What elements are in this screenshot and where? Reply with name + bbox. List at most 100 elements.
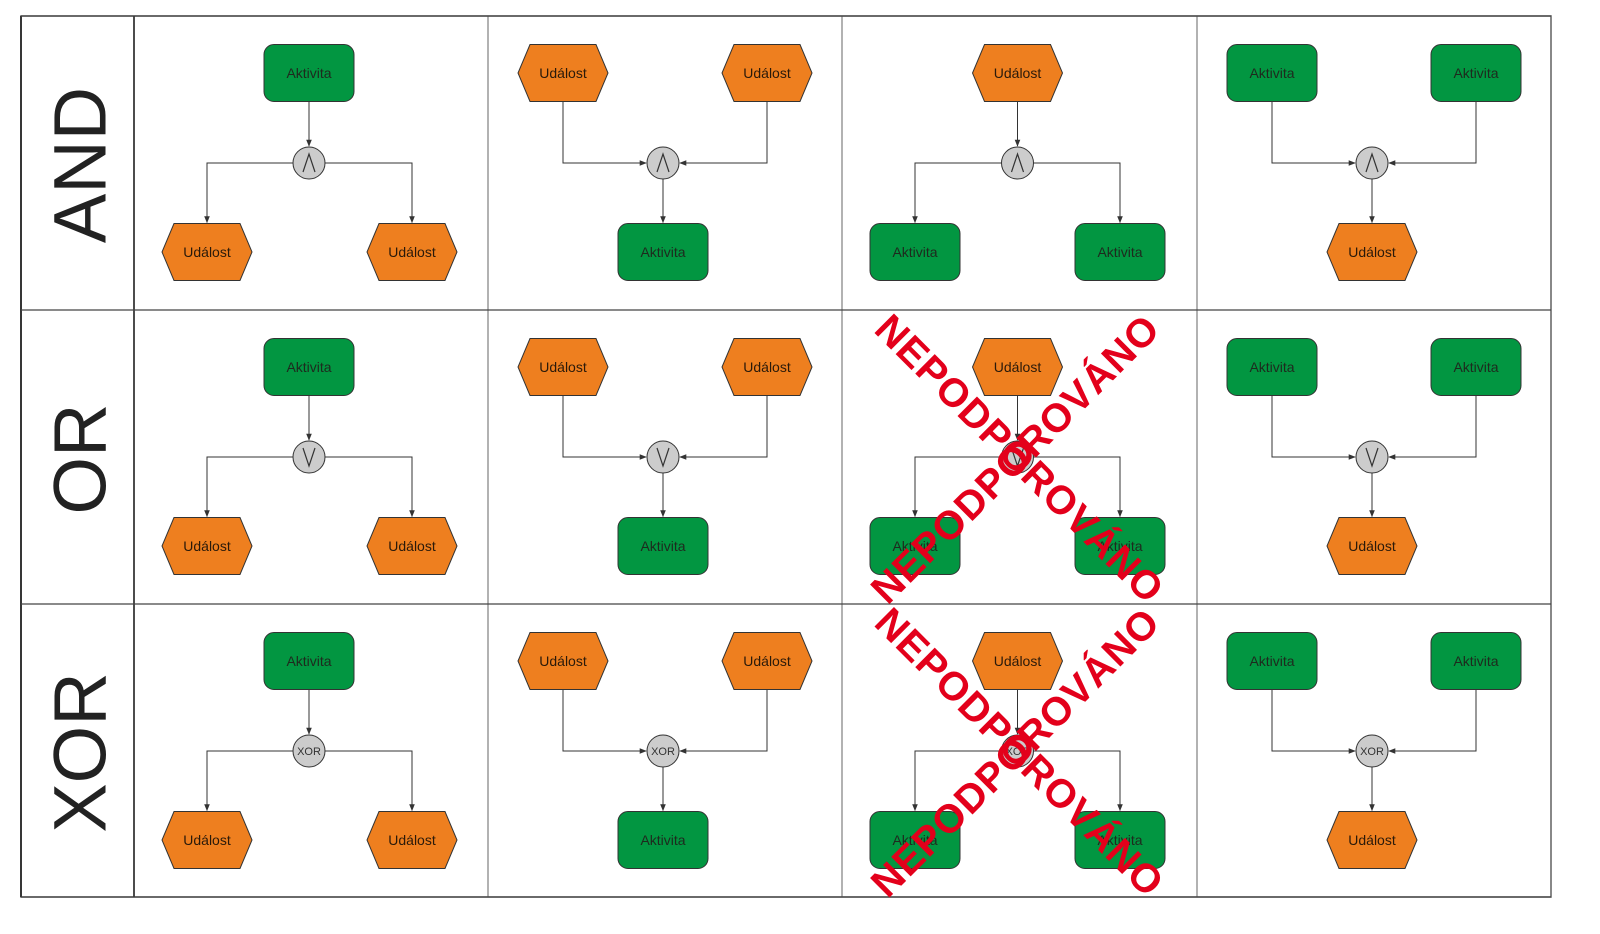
activity-label: Aktivita bbox=[1249, 65, 1294, 81]
event-shape bbox=[517, 44, 609, 102]
connector-circle bbox=[292, 146, 326, 180]
event-shape bbox=[366, 517, 458, 575]
event-shape bbox=[721, 632, 813, 690]
activity-node: Aktivita bbox=[1430, 338, 1522, 396]
flow-arrow bbox=[204, 456, 293, 518]
event-label: Událost bbox=[388, 832, 436, 848]
activity-shape bbox=[1074, 223, 1166, 281]
and-operator-icon bbox=[292, 146, 326, 180]
activity-label: Aktivita bbox=[640, 832, 685, 848]
event-shape bbox=[971, 338, 1064, 396]
event-label: Událost bbox=[1348, 832, 1396, 848]
connector-label: XOR bbox=[297, 746, 321, 758]
and-glyph bbox=[656, 152, 670, 173]
event-shape bbox=[161, 517, 253, 575]
table-grid bbox=[20, 15, 1552, 898]
event-shape bbox=[366, 811, 458, 869]
flow-arrow bbox=[1388, 101, 1477, 166]
event-node: Událost bbox=[517, 632, 609, 690]
event-node: Událost bbox=[366, 223, 458, 281]
activity-label: Aktivita bbox=[286, 359, 331, 375]
and-glyph bbox=[1365, 152, 1379, 173]
activity-label: Aktivita bbox=[892, 832, 937, 848]
activity-node: Aktivita bbox=[263, 338, 355, 396]
event-node: Událost bbox=[161, 811, 253, 869]
event-node: Událost bbox=[161, 517, 253, 575]
event-label: Událost bbox=[183, 832, 231, 848]
event-node: Událost bbox=[721, 44, 813, 102]
event-node: Událost bbox=[1326, 223, 1418, 281]
activity-shape bbox=[1074, 811, 1166, 869]
activity-shape bbox=[869, 517, 961, 575]
activity-label: Aktivita bbox=[1453, 653, 1498, 669]
activity-node: Aktivita bbox=[1430, 632, 1522, 690]
flow-arrow bbox=[562, 395, 647, 460]
event-label: Událost bbox=[743, 359, 791, 375]
connector-circle bbox=[1355, 146, 1389, 180]
activity-node: Aktivita bbox=[1074, 223, 1166, 281]
activity-label: Aktivita bbox=[1249, 359, 1294, 375]
and-glyph bbox=[302, 152, 316, 173]
activity-shape bbox=[617, 517, 709, 575]
and-glyph bbox=[1010, 152, 1025, 173]
connector-circle bbox=[1355, 440, 1389, 474]
event-label: Událost bbox=[183, 538, 231, 554]
event-label: Událost bbox=[994, 65, 1042, 81]
activity-label: Aktivita bbox=[640, 538, 685, 554]
flow-arrow bbox=[1271, 689, 1356, 754]
activity-label: Aktivita bbox=[892, 244, 937, 260]
activity-shape bbox=[1074, 517, 1166, 575]
activity-node: Aktivita bbox=[1074, 811, 1166, 869]
flow-arrow bbox=[679, 101, 768, 166]
activity-node: Aktivita bbox=[869, 517, 961, 575]
event-label: Událost bbox=[743, 65, 791, 81]
event-shape bbox=[971, 632, 1064, 690]
event-node: Událost bbox=[161, 223, 253, 281]
event-label: Událost bbox=[539, 359, 587, 375]
flow-arrow bbox=[325, 162, 415, 224]
event-shape bbox=[971, 44, 1064, 102]
activity-label: Aktivita bbox=[1097, 832, 1142, 848]
activity-node: Aktivita bbox=[263, 632, 355, 690]
event-label: Událost bbox=[388, 538, 436, 554]
activity-label: Aktivita bbox=[1249, 653, 1294, 669]
or-glyph bbox=[302, 447, 316, 468]
flow-arrow bbox=[1033, 162, 1123, 224]
event-node: Událost bbox=[517, 338, 609, 396]
event-node: Událost bbox=[971, 632, 1064, 690]
event-node: Událost bbox=[721, 338, 813, 396]
connector-circle bbox=[292, 440, 326, 474]
connector-label: XOR bbox=[651, 746, 675, 758]
event-label: Událost bbox=[539, 653, 587, 669]
activity-shape bbox=[617, 811, 709, 869]
row-label-xor: XOR bbox=[39, 672, 122, 832]
activity-label: Aktivita bbox=[1453, 65, 1498, 81]
row-label-and: AND bbox=[39, 87, 122, 243]
flow-arrow bbox=[1033, 750, 1123, 812]
event-label: Událost bbox=[183, 244, 231, 260]
activity-node: Aktivita bbox=[1226, 632, 1318, 690]
activity-shape bbox=[869, 223, 961, 281]
flow-arrow bbox=[562, 101, 647, 166]
and-operator-icon bbox=[646, 146, 680, 180]
event-node: Událost bbox=[1326, 811, 1418, 869]
and-operator-icon bbox=[1355, 146, 1389, 180]
flow-arrow bbox=[912, 456, 1002, 518]
flow-arrow bbox=[325, 750, 415, 812]
activity-label: Aktivita bbox=[286, 653, 331, 669]
and-operator-icon bbox=[1001, 146, 1034, 180]
event-shape bbox=[721, 338, 813, 396]
activity-label: Aktivita bbox=[1097, 538, 1142, 554]
flow-arrow bbox=[325, 456, 415, 518]
event-node: Událost bbox=[721, 632, 813, 690]
activity-label: Aktivita bbox=[892, 538, 937, 554]
activity-node: Aktivita bbox=[617, 223, 709, 281]
event-label: Událost bbox=[388, 244, 436, 260]
flow-arrow bbox=[1271, 395, 1356, 460]
flow-arrow bbox=[912, 162, 1002, 224]
